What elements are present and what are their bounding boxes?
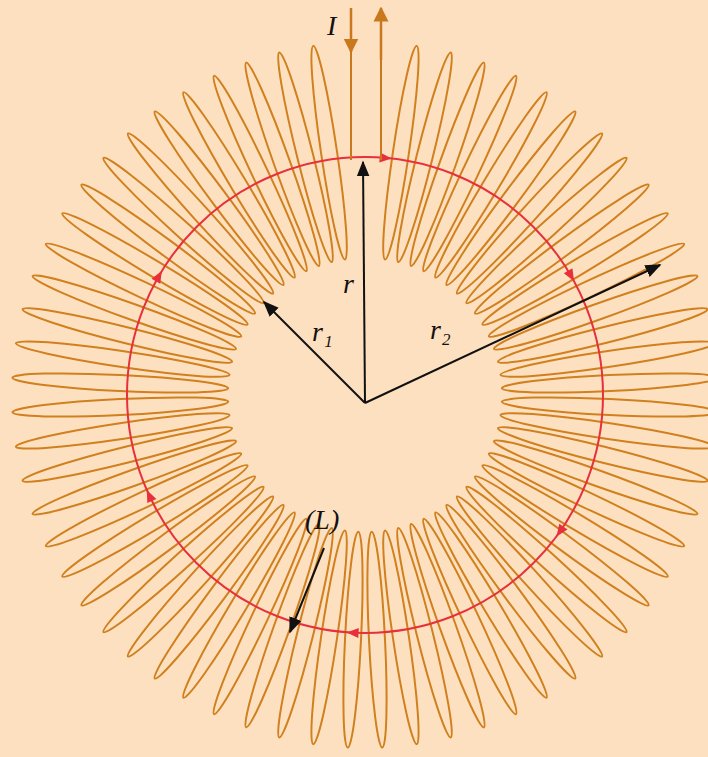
coil-turn	[391, 526, 459, 739]
coil-turn	[42, 446, 244, 553]
coil-turn	[429, 508, 554, 701]
current-in-arrow	[350, 8, 353, 52]
coil-turn	[470, 178, 653, 320]
lead-wire	[350, 50, 352, 160]
radius-arrow	[363, 162, 365, 403]
coil-turn	[501, 370, 708, 397]
amperian-loop	[127, 157, 603, 633]
coil-turn	[440, 107, 582, 290]
leader-line	[290, 548, 324, 632]
coil-turn	[478, 207, 671, 332]
loop-arrowhead	[564, 268, 574, 281]
coil-windings	[12, 45, 708, 748]
coil-turn	[305, 45, 353, 261]
outer-radius-label: r₂	[430, 316, 451, 344]
loop-arrowhead	[152, 271, 162, 284]
loop-arrowhead	[347, 628, 359, 638]
coil-turn	[122, 128, 279, 299]
radius-label: r	[343, 270, 354, 298]
lead-wire	[380, 60, 382, 160]
loop-label: (L)	[305, 506, 339, 534]
coil-turn	[501, 394, 708, 421]
inner-radius-arrow	[264, 302, 365, 403]
coil-turn	[461, 152, 632, 309]
loop-direction-arrows	[147, 152, 574, 638]
inner-radius-label: r₁	[312, 318, 333, 346]
coil-turn	[485, 237, 687, 344]
coil-turn	[364, 531, 391, 748]
coil-turn	[451, 491, 608, 662]
coil-turn	[340, 531, 367, 748]
coil-turn	[21, 421, 234, 489]
coil-turn	[77, 470, 260, 612]
coil-turn	[12, 394, 229, 421]
coil-turn	[148, 500, 290, 683]
coil-turn	[12, 370, 229, 397]
current-out-arrow	[380, 8, 383, 60]
outer-radius-arrow	[365, 265, 660, 403]
current-label: I	[327, 12, 336, 40]
coil-turn	[440, 500, 582, 683]
coil-turn	[98, 481, 269, 638]
coil-turn	[416, 515, 523, 717]
coil-turn	[148, 107, 290, 290]
loop-arrowhead	[557, 524, 568, 537]
coil-turn	[77, 178, 260, 320]
loop-arrowhead	[147, 490, 157, 503]
coil-turn	[58, 459, 251, 584]
coil-turn	[207, 72, 314, 274]
coil-turn	[272, 51, 340, 264]
coil-turn	[496, 302, 708, 370]
coil-turn	[177, 88, 302, 281]
coil-turn	[470, 470, 653, 612]
